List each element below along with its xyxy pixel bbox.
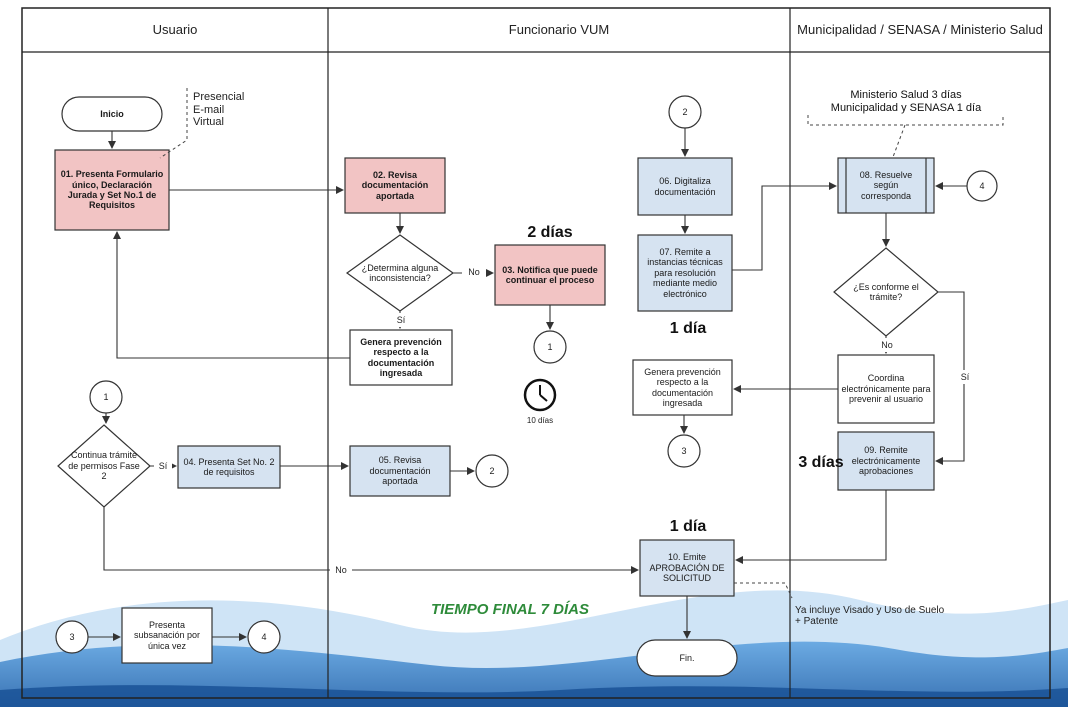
connector-4-bottom	[247, 620, 281, 654]
process-04-label: 04. Presenta Set No. 2 de requisitos	[183, 456, 275, 477]
connector-1-below	[533, 330, 567, 364]
process-03-label: 03. Notifica que puede continuar el proc…	[502, 264, 598, 285]
shapes	[54, 95, 998, 677]
subsanacion-box	[121, 607, 213, 664]
edge-label-si-conforme: Sí	[956, 370, 974, 384]
process-03	[494, 244, 606, 306]
process-04	[177, 445, 281, 489]
process-01	[54, 149, 170, 231]
background-wave	[0, 590, 1068, 707]
fin-label: Fin.	[679, 652, 695, 663]
inicio-label: Inicio	[100, 108, 124, 119]
process-07	[637, 234, 733, 312]
lane-header-usuario: Usuario	[152, 21, 198, 37]
process-06-label: 06. Digitaliza documentación	[654, 176, 716, 197]
connector-1-left-label: 1	[103, 391, 109, 402]
prevencion-1-label: Genera prevención respecto a la document…	[360, 336, 442, 378]
connector-2-right-label: 2	[489, 465, 495, 476]
edge-label-no-conforme: No	[877, 338, 897, 352]
process-09-label: 09. Remite electrónicamente aprobaciones	[851, 445, 921, 477]
lane-header-municipalidad: Municipalidad / SENASA / Ministerio Salu…	[797, 21, 1043, 37]
dias-10-label: 10 días	[526, 416, 554, 426]
connector-3-bottom-label: 3	[69, 631, 75, 642]
decision-inconsistencia-label: ¿Determina alguna inconsistencia?	[361, 262, 439, 283]
connector-4-bottom-label: 4	[261, 631, 267, 642]
swimlanes	[21, 7, 1051, 699]
fin-terminator	[636, 639, 738, 677]
decision-continua-label: Continua trámite de permisos Fase 2	[68, 450, 140, 482]
edge-label-no-fase2: No	[330, 563, 352, 577]
canales-note: Presencial E-mail Virtual	[193, 91, 245, 129]
process-10	[639, 539, 735, 597]
edge-label-si-inconsistencia: Sí	[392, 313, 410, 327]
annotation-links	[159, 88, 1004, 599]
edge-label-no-inconsistencia: No	[462, 265, 486, 279]
time-07: 1 día	[669, 319, 707, 337]
connector-3-mid	[667, 434, 701, 468]
process-05	[349, 445, 451, 497]
process-05-label: 05. Revisa documentación aportada	[369, 455, 431, 487]
tiempo-final-label: TIEMPO FINAL 7 DÍAS	[430, 601, 590, 619]
time-03: 2 días	[527, 223, 573, 241]
process-08	[837, 157, 935, 214]
process-02-label: 02. Revisa documentación aportada	[361, 169, 429, 201]
connector-1-below-label: 1	[547, 341, 553, 352]
process-09	[837, 431, 935, 491]
tiempos-instancias-note: Ministerio Salud 3 días Municipalidad y …	[830, 89, 982, 114]
edges	[88, 128, 967, 641]
prevencion-box-1	[349, 329, 453, 386]
prevencion-2-label: Genera prevención respecto a la document…	[644, 366, 721, 408]
subsanacion-label: Presenta subsanación por única vez	[133, 619, 201, 651]
lane-header-funcionario: Funcionario VUM	[508, 21, 610, 37]
process-01-label: 01. Presenta Formulario único, Declaraci…	[60, 169, 164, 211]
edge-label-si-fase2: Sí	[154, 459, 172, 473]
connector-4-right-label: 4	[979, 180, 985, 191]
connector-3-mid-label: 3	[681, 445, 687, 456]
nota-final-note: Ya incluye Visado y Uso de Suelo + Paten…	[795, 604, 945, 628]
process-02	[344, 157, 446, 214]
decision-conforme-label: ¿Es conforme el trámite?	[853, 281, 919, 302]
connector-2-right	[475, 454, 509, 488]
coordina-box	[837, 354, 935, 424]
process-10-label: 10. Emite APROBACIÓN DE SOLICITUD	[649, 552, 725, 584]
connector-2-top-label: 2	[682, 106, 688, 117]
clock-icon	[523, 378, 557, 412]
prevencion-box-2	[632, 359, 733, 416]
time-10: 1 día	[669, 517, 707, 535]
process-07-label: 07. Remite a instancias técnicas para re…	[647, 247, 723, 299]
process-08-label: 08. Resuelve según corresponda	[859, 169, 913, 201]
process-06	[637, 157, 733, 216]
time-09: 3 días	[798, 453, 844, 471]
coordina-label: Coordina electrónicamente para prevenir …	[841, 373, 931, 405]
